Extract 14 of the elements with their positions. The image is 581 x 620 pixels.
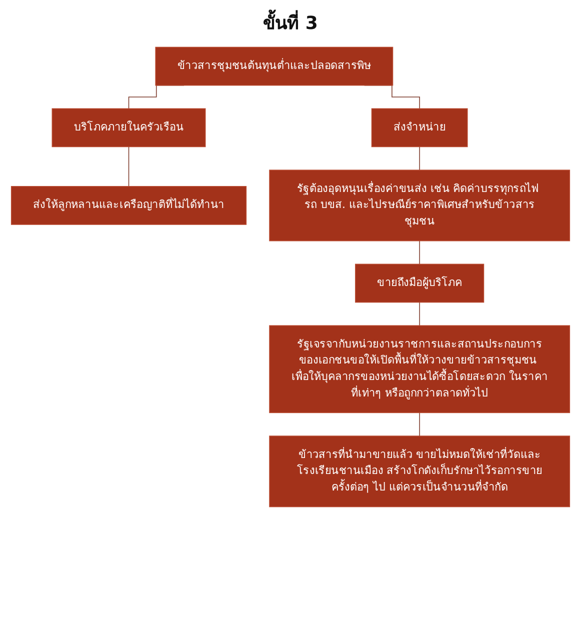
node-box: ส่งให้ลูกหลานและเครือญาติที่ไม่ได้ทำนา [10, 186, 247, 225]
diagram-title: ขั้นที่ 3 [263, 8, 318, 37]
node-box: ข้าวสารที่นำมาขายแล้ว ขายไม่หมดให้เช่าที่วัดและโรงเรียนชานเมือง สร้างโกดังเก็บรักษาไว้รอการขายครั้งต่อๆ ไป แต่ควรเป็นจำนวนที่จำกัด [269, 436, 570, 508]
connector [419, 412, 420, 436]
node-box: ส่งจำหน่าย [371, 108, 468, 148]
node-box: รัฐต้องอุดหนุนเรื่องค่าขนส่ง เช่น คิดค่าบรรทุกรถไฟ รถ บขส. และไปรษณีย์ราคาพิเศษสำหรับข้าวสารชุมชน [269, 170, 570, 242]
node-box: รัฐเจรจากับหน่วยงานราชการและสถานประกอบการของเอกชนขอให้เปิดพื้นที่ให้วางขายข้าวสารชุมชน เพื่อให้บุคลากรของหน่วยงานได้ซื้อโดยสะดวก ในราคาที่เท่าๆ หรือถูกกว่าตลาดทั่วไป [269, 325, 570, 414]
node-box: ขายถึงมือผู้บริโภค [355, 264, 484, 303]
node-box: ข้าวสารชุมชนต้นทุนต่ำและปลอดสารพิษ [155, 46, 394, 86]
node-box: บริโภคภายในครัวเรือน [52, 108, 206, 148]
connector [419, 302, 420, 326]
connector [419, 240, 420, 265]
connector [419, 146, 420, 170]
connector [128, 146, 130, 187]
